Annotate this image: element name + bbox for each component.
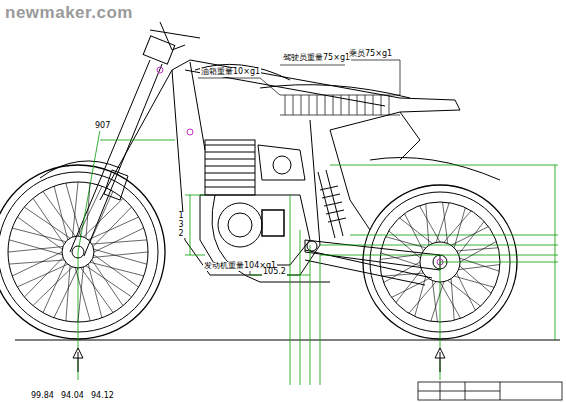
spoke <box>380 254 421 259</box>
spoke <box>81 268 113 313</box>
spoke <box>94 249 147 264</box>
dimension-value: 94.12 <box>90 392 115 401</box>
spoke <box>460 241 496 262</box>
spoke <box>396 270 422 303</box>
spoke <box>386 237 426 248</box>
spoke <box>448 280 481 306</box>
spoke <box>457 273 476 310</box>
weight-label: 驾驶员重量75×g1 <box>282 54 351 63</box>
spoke <box>86 183 90 238</box>
dimension-lines <box>78 130 558 385</box>
spoke <box>454 208 465 248</box>
spoke <box>93 207 132 247</box>
dimension-value: 105.2 <box>262 268 287 277</box>
wheel-spokes <box>8 182 500 322</box>
spoke <box>381 253 421 266</box>
watermark: newmaker.com <box>4 4 134 23</box>
weight-label: 油箱重量10×g1 <box>200 68 261 77</box>
spoke <box>9 260 64 264</box>
spoke <box>454 276 494 287</box>
spoke <box>12 228 66 242</box>
spoke <box>405 214 424 251</box>
spoke <box>78 186 102 236</box>
spoke <box>66 183 81 236</box>
spoke <box>43 191 75 236</box>
spoke <box>94 228 144 252</box>
spoke <box>33 267 73 306</box>
dimension-value: 907 <box>94 122 111 131</box>
spoke <box>43 262 66 312</box>
dimension-value: 132 <box>176 212 186 238</box>
spoke <box>419 206 440 242</box>
title-block <box>418 382 562 400</box>
spoke <box>90 262 144 276</box>
spoke <box>460 258 500 271</box>
spoke <box>92 240 147 244</box>
spoke <box>443 202 448 243</box>
spoke <box>415 276 426 316</box>
spoke <box>83 198 123 237</box>
spoke <box>88 217 138 240</box>
load-lines <box>198 60 400 275</box>
dimension-value: 94.04 <box>60 392 85 401</box>
spoke <box>54 268 78 318</box>
spoke <box>17 217 62 249</box>
spoke <box>90 191 113 241</box>
spoke <box>392 279 429 298</box>
support-arrows <box>73 348 445 372</box>
spoke <box>431 282 444 322</box>
spoke <box>12 252 62 276</box>
spoke <box>17 264 67 287</box>
spoke <box>384 262 420 283</box>
dimension-value: 99.84 <box>30 392 55 401</box>
spoke <box>86 266 132 297</box>
bike-outline <box>0 22 560 340</box>
spoke <box>75 268 90 321</box>
spoke <box>458 265 499 270</box>
spoke <box>24 257 63 297</box>
spoke <box>24 207 70 238</box>
spoke <box>94 255 139 287</box>
spoke <box>66 266 70 321</box>
weight-label: 乘员75×g1 <box>348 50 393 59</box>
spoke <box>8 247 63 253</box>
spoke <box>451 227 488 246</box>
spoke <box>440 282 461 318</box>
spoke <box>436 203 449 243</box>
spoke <box>458 221 484 254</box>
spoke <box>432 280 437 321</box>
spoke <box>399 218 432 244</box>
